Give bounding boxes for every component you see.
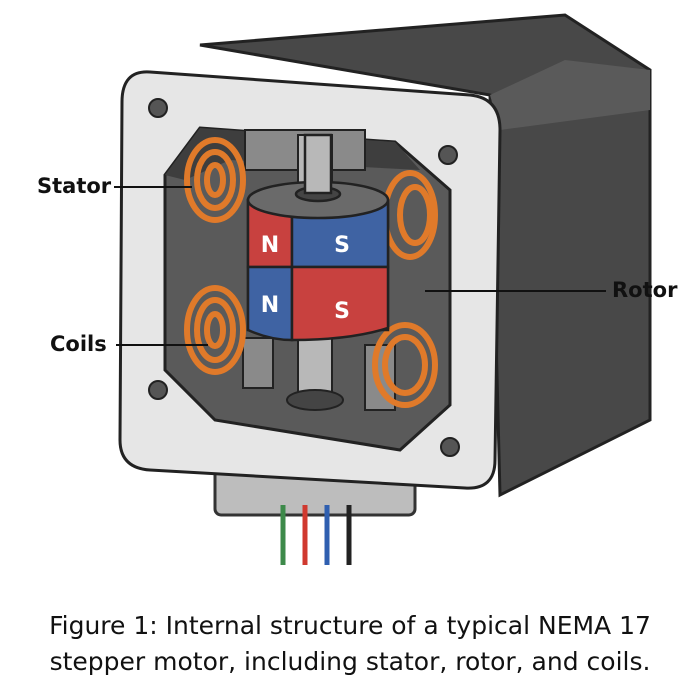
rotor-label: Rotor: [612, 278, 678, 302]
stator-label: Stator: [37, 174, 112, 198]
mounting-holes: [148, 98, 460, 457]
caption-line-1: Figure 1: Internal structure of a typica…: [49, 611, 651, 640]
coil-top-left: [184, 137, 246, 223]
coil-bottom-left: [184, 285, 246, 375]
coils-label: Coils: [50, 332, 107, 356]
pole-label-n-bottom: N: [261, 293, 279, 318]
stepper-motor-illustration: N S N S: [114, 13, 652, 565]
caption-line-2: stepper motor, including stator, rotor, …: [49, 647, 651, 676]
figure-caption: Figure 1: Internal structure of a typica…: [0, 608, 700, 680]
coil-bottom-right: [372, 322, 438, 408]
rotor-magnet: [246, 133, 390, 342]
pole-label-s-bottom: S: [334, 299, 350, 324]
wires: [280, 505, 352, 565]
pole-label-s-top: S: [334, 233, 350, 258]
pole-label-n-top: N: [261, 233, 279, 258]
